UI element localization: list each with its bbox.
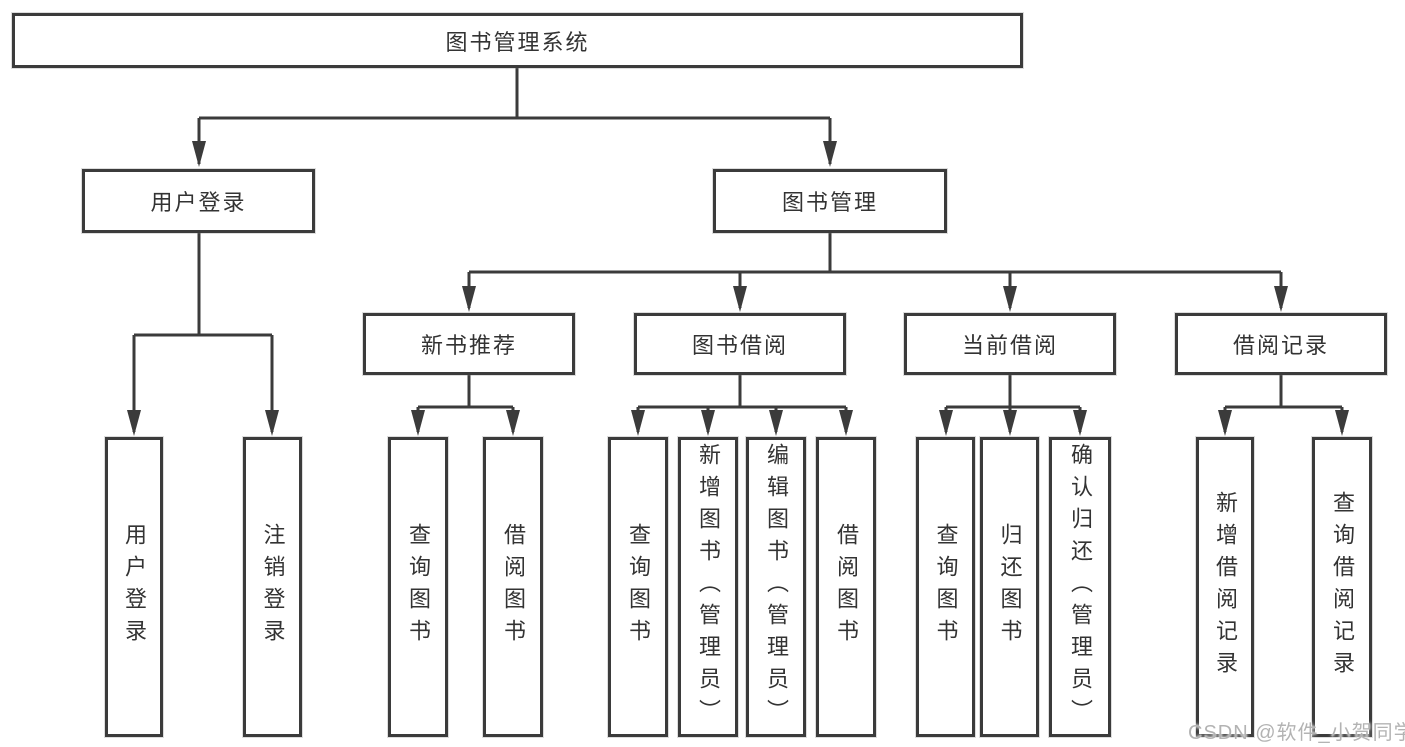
- leaf-query-books-borrow: 查询图书: [608, 437, 668, 737]
- leaf-query-books-recommend-label: 查询图书: [406, 523, 431, 651]
- leaf-query-books-current-label: 查询图书: [933, 523, 959, 651]
- leaf-add-book-admin: 新增图书（管理员）: [678, 437, 738, 737]
- arrow-head: [1218, 410, 1232, 436]
- arrow-head: [506, 410, 520, 436]
- leaf-confirm-return-admin-label: 确认归还（管理员）: [1068, 443, 1093, 731]
- arrow-head: [631, 410, 645, 436]
- leaf-borrow-books-label: 借阅图书: [834, 523, 859, 651]
- leaf-borrow-books-recommend: 借阅图书: [483, 437, 543, 737]
- watermark: CSDN @软件_小贺同学: [1188, 722, 1405, 744]
- leaf-query-books-current: 查询图书: [916, 437, 975, 737]
- arrow-head: [1003, 286, 1017, 312]
- node-user-login: 用户登录: [82, 169, 315, 233]
- leaf-return-book: 归还图书: [980, 437, 1039, 737]
- leaf-add-borrow-record: 新增借阅记录: [1196, 437, 1254, 737]
- arrow-head: [192, 141, 206, 167]
- node-new-book-recommend-label: 新书推荐: [420, 333, 517, 358]
- arrow-head: [1003, 410, 1017, 436]
- connector-root: [197, 68, 832, 164]
- arrow-head: [127, 410, 141, 436]
- node-user-login-label: 用户登录: [150, 190, 247, 215]
- leaf-query-borrow-record: 查询借阅记录: [1312, 437, 1372, 737]
- leaf-logout-login: 注销登录: [243, 437, 302, 737]
- node-root-label: 图书管理系统: [445, 29, 590, 55]
- node-book-borrow-label: 图书借阅: [691, 333, 788, 358]
- arrow-head: [939, 410, 953, 436]
- arrow-head: [265, 410, 279, 436]
- connector-user-login: [132, 233, 274, 432]
- leaf-query-books-recommend: 查询图书: [388, 437, 448, 737]
- leaf-user-login: 用户登录: [105, 437, 163, 737]
- node-borrow-records-label: 借阅记录: [1232, 333, 1329, 358]
- leaf-edit-book-admin: 编辑图书（管理员）: [746, 437, 806, 737]
- arrow-heads: [127, 141, 1349, 436]
- leaf-edit-book-admin-label: 编辑图书（管理员）: [764, 443, 789, 731]
- connector-book-mgmt: [467, 233, 1283, 308]
- node-book-management: 图书管理: [713, 169, 947, 233]
- leaf-add-book-admin-label: 新增图书（管理员）: [696, 443, 721, 731]
- arrow-head: [411, 410, 425, 436]
- node-borrow-records: 借阅记录: [1175, 313, 1387, 375]
- leaf-borrow-books: 借阅图书: [816, 437, 876, 737]
- leaf-borrow-books-recommend-label: 借阅图书: [501, 523, 526, 651]
- arrow-head: [769, 410, 783, 436]
- arrow-head: [1274, 286, 1288, 312]
- node-new-book-recommend: 新书推荐: [363, 313, 575, 375]
- arrow-head: [733, 286, 747, 312]
- connector-book-borrow: [636, 375, 848, 432]
- leaf-user-login-label: 用户登录: [122, 523, 147, 651]
- arrow-head: [1335, 410, 1349, 436]
- leaf-logout-login-label: 注销登录: [260, 523, 286, 651]
- leaf-query-borrow-record-label: 查询借阅记录: [1330, 491, 1355, 683]
- arrow-head: [1073, 410, 1087, 436]
- arrow-head: [823, 141, 837, 167]
- node-root: 图书管理系统: [12, 13, 1023, 68]
- leaf-return-book-label: 归还图书: [997, 523, 1023, 651]
- node-current-borrow-label: 当前借阅: [961, 333, 1058, 358]
- connector-new-book: [416, 375, 515, 432]
- node-current-borrow: 当前借阅: [904, 313, 1116, 375]
- node-book-borrow: 图书借阅: [634, 313, 846, 375]
- connector-borrow-records: [1223, 375, 1344, 432]
- arrow-head: [839, 410, 853, 436]
- leaf-add-borrow-record-label: 新增借阅记录: [1213, 491, 1238, 683]
- arrow-head: [701, 410, 715, 436]
- arrow-head: [462, 286, 476, 312]
- leaf-confirm-return-admin: 确认归还（管理员）: [1049, 437, 1111, 737]
- node-book-management-label: 图书管理: [781, 190, 878, 215]
- leaf-query-books-borrow-label: 查询图书: [626, 523, 651, 651]
